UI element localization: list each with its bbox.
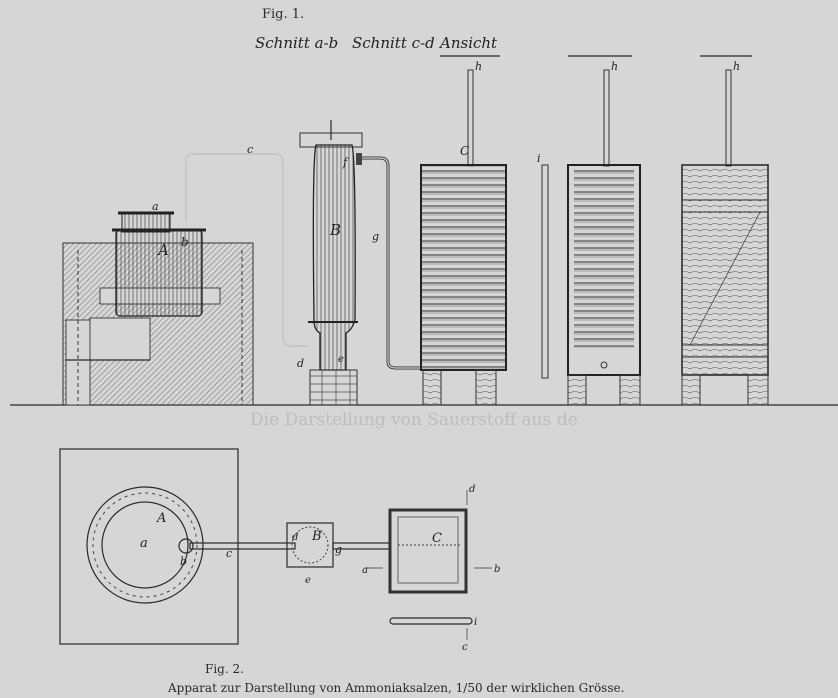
plan-label-a: a: [140, 536, 148, 551]
plan-label-e: e: [305, 575, 311, 586]
label-d: d: [297, 357, 304, 370]
label-B: B: [329, 221, 341, 239]
tank-view: [681, 69, 769, 406]
plan-label-section-a: a: [362, 565, 368, 576]
plan-label-b: b: [180, 555, 187, 568]
plan-label-B: B: [311, 529, 322, 544]
plan-label-g: g: [335, 543, 342, 556]
label-f: f: [342, 156, 349, 169]
section-label-ansicht: Ansicht: [438, 34, 498, 52]
pipe-g: [362, 156, 421, 370]
figure-caption: Apparat zur Darstellung von Ammoniaksalz…: [167, 681, 624, 695]
plan-label-section-b: b: [494, 564, 500, 575]
section-label-schnitt-a-b: Schnitt a-b: [255, 34, 338, 52]
label-A: A: [156, 241, 169, 259]
tank-section-c-d: [567, 69, 641, 406]
bleed-through-heading: Die Darstellung von Sauerstoff aus de: [250, 410, 578, 430]
figure-2-label: Fig. 2.: [205, 662, 244, 676]
plan-label-C: C: [432, 531, 442, 546]
plan-label-i: i: [474, 617, 477, 628]
column-B: [299, 120, 363, 406]
label-C-section: C: [460, 144, 469, 158]
plan-label-d: d: [292, 532, 298, 543]
label-g: g: [372, 230, 379, 243]
tank-section-a-b: [420, 69, 507, 406]
label-b: b: [181, 235, 189, 249]
plate-i: [541, 164, 549, 379]
label-h-1: h: [475, 60, 482, 73]
section-label-schnitt-c-d: Schnitt c-d: [352, 34, 435, 52]
figure-1-label: Fig. 1.: [262, 7, 304, 22]
label-e: e: [338, 354, 344, 365]
plan-label-section-d: d: [469, 484, 475, 495]
label-h-3: h: [733, 60, 740, 73]
label-c: c: [247, 143, 253, 156]
label-h-2: h: [611, 60, 618, 73]
plan-label-A: A: [156, 511, 166, 526]
plan-label-section-c: c: [462, 642, 468, 653]
label-i: i: [537, 152, 541, 165]
plan-view: [59, 448, 492, 645]
label-a: a: [152, 200, 159, 213]
boiler-A: [112, 211, 206, 317]
plan-label-c: c: [226, 547, 232, 560]
